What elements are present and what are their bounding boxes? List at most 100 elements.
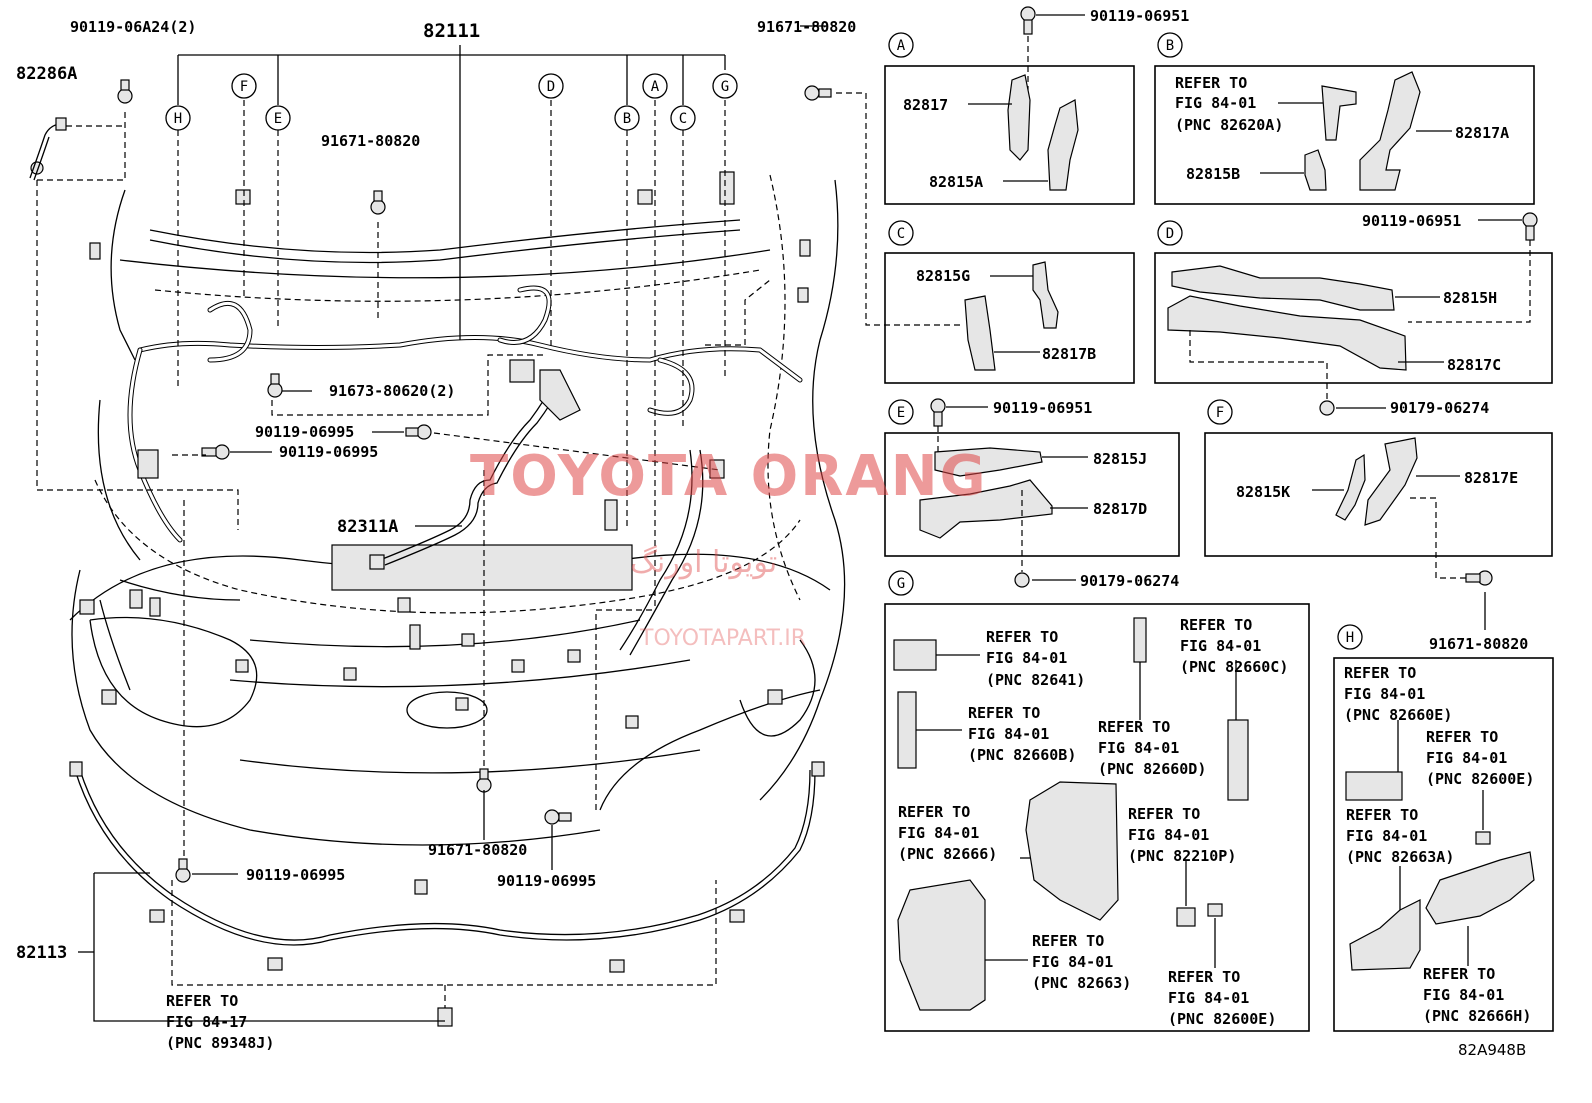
refer-line: REFER TO xyxy=(1032,932,1104,950)
refer-line: REFER TO xyxy=(1344,664,1416,682)
refer-line: REFER TO xyxy=(986,628,1058,646)
part-number-82817D[interactable]: 82817D xyxy=(1093,500,1147,518)
refer-line: (PNC 82666H) xyxy=(1423,1007,1531,1025)
refer-line: (PNC 82660E) xyxy=(1344,706,1452,724)
engine-bay-drawing xyxy=(29,6,1538,1027)
refer-line: REFER TO xyxy=(1426,728,1498,746)
figure-code: 82A948B xyxy=(1458,1041,1526,1059)
refer-line: REFER TO xyxy=(1098,718,1170,736)
part-number-90119-06995[interactable]: 90119-06995 xyxy=(279,443,378,461)
part-number-90119-06A24[interactable]: 90119-06A24(2) xyxy=(70,18,196,36)
part-number-91671-80820[interactable]: 91671-80820 xyxy=(428,841,527,859)
part-number-82817E[interactable]: 82817E xyxy=(1464,469,1518,487)
part-number-82815B[interactable]: 82815B xyxy=(1186,165,1240,183)
part-number-82817A[interactable]: 82817A xyxy=(1455,124,1509,142)
watermark-main: TOYOTA ORANG xyxy=(470,444,988,509)
detail-box-a: A 82817 82815A xyxy=(884,32,1135,205)
detail-box-b: B REFER TO FIG 84-01 (PNC 82620A) 82817A… xyxy=(1154,32,1535,205)
part-number-82815G[interactable]: 82815G xyxy=(916,267,970,285)
leader-lines xyxy=(36,25,960,1022)
part-number-90119-06995[interactable]: 90119-06995 xyxy=(246,866,345,884)
part-number-91671-80820[interactable]: 91671-80820 xyxy=(321,132,420,150)
refer-line[interactable]: FIG 84-01 xyxy=(898,824,979,842)
refer-line: REFER TO xyxy=(968,704,1040,722)
refer-line[interactable]: FIG 84-01 xyxy=(1098,739,1179,757)
part-number-82311A[interactable]: 82311A xyxy=(337,517,398,537)
harness-letter: D xyxy=(547,79,555,95)
refer-line: (PNC 82660C) xyxy=(1180,658,1288,676)
part-number-82111[interactable]: 82111 xyxy=(423,20,480,42)
refer-line[interactable]: FIG 84-01 xyxy=(1175,94,1256,112)
part-number-91671-80820[interactable]: 91671-80820 xyxy=(757,18,856,36)
harness-letter: H xyxy=(174,111,182,127)
part-number-90119-06951[interactable]: 90119-06951 xyxy=(1362,212,1461,230)
detail-box-d: D 82815H 82817C xyxy=(1154,220,1553,400)
refer-line[interactable]: FIG 84-01 xyxy=(968,725,1049,743)
refer-line: (PNC 82600E) xyxy=(1168,1010,1276,1028)
refer-line[interactable]: FIG 84-01 xyxy=(1032,953,1113,971)
harness-letter: G xyxy=(721,79,729,95)
part-number-82815H[interactable]: 82815H xyxy=(1443,289,1497,307)
refer-line: REFER TO xyxy=(1423,965,1495,983)
part-number-82286A[interactable]: 82286A xyxy=(16,64,77,84)
refer-line[interactable]: FIG 84-01 xyxy=(1180,637,1261,655)
box-letter: D xyxy=(1166,226,1174,242)
part-number-82113[interactable]: 82113 xyxy=(16,943,67,963)
refer-line: (PNC 82660B) xyxy=(968,746,1076,764)
part-number-90119-06951[interactable]: 90119-06951 xyxy=(1090,7,1189,25)
refer-line: REFER TO xyxy=(1128,805,1200,823)
part-number-90179-06274[interactable]: 90179-06274 xyxy=(1390,399,1489,417)
refer-line: (PNC 82210P) xyxy=(1128,847,1236,865)
refer-line[interactable]: FIG 84-01 xyxy=(1344,685,1425,703)
refer-line[interactable]: FIG 84-01 xyxy=(986,649,1067,667)
detail-box-f: F 82815K 82817E xyxy=(1204,399,1553,579)
refer-line[interactable]: FIG 84-01 xyxy=(1128,826,1209,844)
refer-line: (PNC 82666) xyxy=(898,845,997,863)
refer-line: REFER TO xyxy=(1180,616,1252,634)
part-number-82817B[interactable]: 82817B xyxy=(1042,345,1096,363)
box-letter: G xyxy=(897,576,905,592)
part-number-90119-06995[interactable]: 90119-06995 xyxy=(497,872,596,890)
watermark-site: TOYOTAPART.IR xyxy=(639,626,806,651)
refer-line: (PNC 82663A) xyxy=(1346,848,1454,866)
part-number-82815K[interactable]: 82815K xyxy=(1236,483,1290,501)
box-letter: C xyxy=(897,226,905,242)
box-letter: A xyxy=(897,38,906,54)
refer-line: (PNC 82641) xyxy=(986,671,1085,689)
refer-line: REFER TO xyxy=(898,803,970,821)
part-number-82817[interactable]: 82817 xyxy=(903,96,948,114)
detail-box-c: C 82815G 82817B xyxy=(884,220,1135,384)
watermark: TOYOTA ORANG تویوتا اورنگ TOYOTAPART.IR xyxy=(470,444,988,651)
part-number-90119-06995[interactable]: 90119-06995 xyxy=(255,423,354,441)
box-letter: H xyxy=(1346,630,1354,646)
refer-line[interactable]: FIG 84-01 xyxy=(1426,749,1507,767)
part-number-82815A[interactable]: 82815A xyxy=(929,173,983,191)
harness-letter: F xyxy=(240,79,248,95)
refer-line: (PNC 82620A) xyxy=(1175,116,1283,134)
refer-line: (PNC 82663) xyxy=(1032,974,1131,992)
part-number-82815J[interactable]: 82815J xyxy=(1093,450,1147,468)
part-number-91671-80820[interactable]: 91671-80820 xyxy=(1429,635,1528,653)
box-letter: E xyxy=(897,405,905,421)
refer-note-main: REFER TO FIG 84-17 (PNC 89348J) xyxy=(166,992,274,1052)
refer-line[interactable]: FIG 84-01 xyxy=(1168,989,1249,1007)
harness-letter: E xyxy=(274,111,282,127)
harness-letter: C xyxy=(679,111,687,127)
detail-box-g: G REFER TO FIG 84-01 (PNC 82641) REFER T… xyxy=(884,570,1310,1032)
part-number-91673-80620[interactable]: 91673-80620(2) xyxy=(329,382,455,400)
harness-letter: A xyxy=(651,79,660,95)
detail-box-e: E 82815J 82817D xyxy=(884,399,1180,572)
refer-line: (PNC 82600E) xyxy=(1426,770,1534,788)
part-number-90179-06274[interactable]: 90179-06274 xyxy=(1080,572,1179,590)
refer-line: (PNC 89348J) xyxy=(166,1034,274,1052)
refer-line[interactable]: FIG 84-17 xyxy=(166,1013,247,1031)
refer-line[interactable]: FIG 84-01 xyxy=(1346,827,1427,845)
part-number-82817C[interactable]: 82817C xyxy=(1447,356,1501,374)
part-number-90119-06951[interactable]: 90119-06951 xyxy=(993,399,1092,417)
refer-line: REFER TO xyxy=(1168,968,1240,986)
refer-line[interactable]: FIG 84-01 xyxy=(1423,986,1504,1004)
harness-letter-circles xyxy=(165,73,738,131)
detail-box-h: H REFER TO FIG 84-01 (PNC 82660E) REFER … xyxy=(1333,624,1554,1032)
